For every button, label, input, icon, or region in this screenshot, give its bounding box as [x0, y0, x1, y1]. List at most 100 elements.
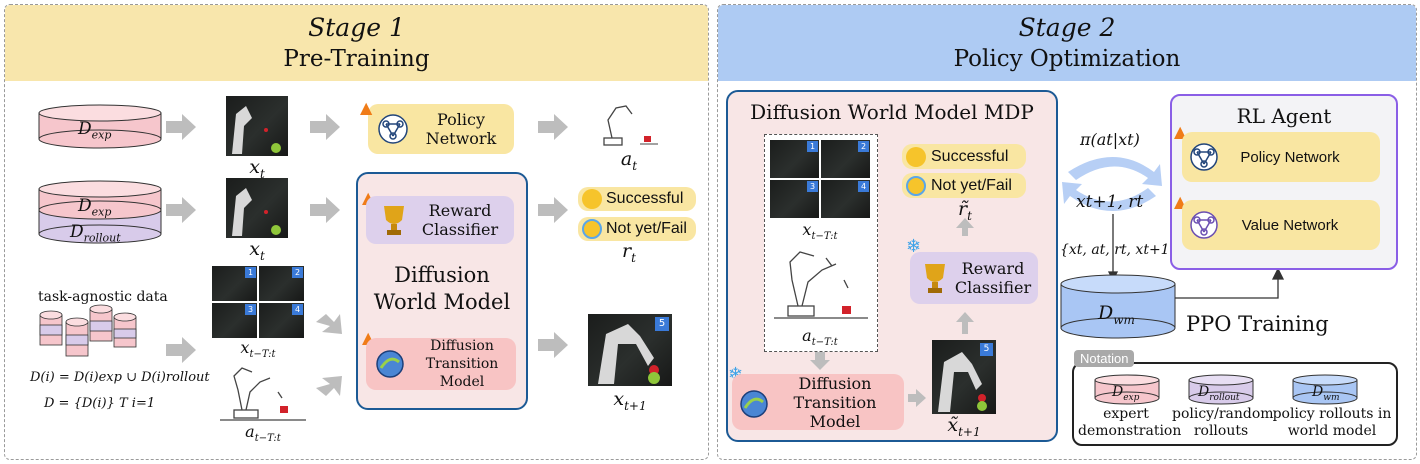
dtm-line2-s1: Transition Model: [425, 356, 499, 390]
not-yet-fail-text-s1: Not yet/Fail: [606, 220, 687, 237]
x-tilde-sub: t+1: [958, 424, 981, 439]
robot-scene-icon: [232, 188, 281, 236]
arrow-seq-to-transition: [810, 352, 830, 370]
successful-pill-s1: Successful: [578, 187, 696, 211]
db-exp-sub: exp: [91, 128, 112, 142]
policy-network-pill-s1: Policy Network: [368, 104, 514, 154]
dwm-title-line1: Diffusion: [394, 263, 490, 287]
a-seq-sub-s1: t−T:t: [254, 433, 281, 445]
x-next-label-s1: xt+1: [588, 388, 672, 413]
obs-thumb-1: [226, 96, 288, 156]
seq2-thumb-4: 4: [821, 180, 870, 218]
arrow-seq-to-dwm: [316, 314, 342, 334]
reward-classifier-line1-s2: Reward: [961, 259, 1025, 278]
crying-emoji-icon: [906, 175, 926, 196]
arrow-db-to-xt: [166, 114, 196, 140]
seq-thumb-1: 1: [212, 266, 257, 301]
stage1-arrows: [166, 114, 568, 396]
reward-classifier-text-s1: Reward Classifier: [422, 201, 498, 239]
arrow-db2-to-xt: [166, 197, 196, 223]
stage2-subtitle: Policy Optimization: [953, 46, 1181, 72]
notation-rollout-caption: policy/random rollouts: [1172, 406, 1274, 440]
not-yet-fail-pill-s1: Not yet/Fail: [578, 217, 696, 241]
notation-wm-caption: policy rollouts in world model: [1272, 406, 1392, 440]
db-rollout-exp-symbol: D: [78, 196, 92, 216]
db-rollout-sub: rollout: [83, 231, 121, 245]
robot-arm-sequence-icon: [220, 367, 306, 421]
notation-tag: Notation: [1074, 350, 1135, 367]
seq-thumb-4: 4: [259, 303, 304, 338]
policy-formula: π(at|xt): [1080, 130, 1140, 149]
policy-network-text-s2: Policy Network: [1240, 148, 1340, 166]
db-wm-label: Dwm: [1098, 302, 1135, 327]
x-tilde-symbol: x̃: [947, 414, 959, 436]
task-agnostic-label: task-agnostic data: [38, 289, 168, 305]
arrow-data-to-seq: [166, 337, 196, 363]
notation-db-wm: [1292, 374, 1358, 405]
a-seq-label-s1: at−T:t: [220, 422, 306, 444]
reward-classifier-text-s2: Reward Classifier: [955, 259, 1031, 297]
notation-rollout-label: Drollout: [1198, 384, 1240, 403]
dwm-mdp-title: Diffusion World Model MDP: [750, 100, 1034, 124]
seq-badge-4: 4: [292, 304, 303, 315]
reward-classifier-pill-s1: Reward Classifier: [366, 196, 514, 244]
value-network-pill: Value Network: [1182, 200, 1380, 250]
neural-network-icon: [376, 112, 410, 150]
diffusion-transition-text-s1: Diffusion Transition Model: [408, 337, 516, 391]
xt-sub-2: t: [259, 248, 265, 263]
reward-classifier-line1-s1: Reward: [428, 201, 492, 220]
not-yet-fail-text-s2: Not yet/Fail: [931, 176, 1012, 194]
rl-agent-title: RL Agent: [1236, 104, 1332, 128]
notation-exp-caption-1: expert: [1103, 406, 1149, 422]
seq2-thumb-3: 3: [770, 180, 819, 218]
trophy-icon: [925, 264, 945, 293]
x-seq-symbol-s2: x: [802, 220, 812, 239]
crying-emoji-icon: [582, 219, 602, 239]
x-next-symbol-s1: x: [613, 388, 625, 410]
dtm-line2-s2: Transition Model: [793, 392, 877, 431]
stage1-header: Stage 1 Pre-Training: [5, 5, 708, 81]
xt-symbol-1: x: [249, 156, 260, 178]
xt-label-2: xt: [226, 238, 288, 263]
grin-emoji-icon: [582, 189, 602, 209]
at-label: at: [600, 148, 658, 173]
obs-sequence-grid-s2: 1 2 3 4: [770, 140, 870, 218]
next-obs-thumb-s2: 5: [932, 340, 996, 414]
policy-network-pill-s2: Policy Network: [1182, 132, 1380, 182]
notation-exp-sub: exp: [1123, 392, 1140, 403]
arrow-dwm-to-next: [538, 332, 568, 358]
seq2-badge-3: 3: [807, 181, 818, 192]
db-rollout-label: Drollout: [70, 222, 121, 244]
reward-classifier-pill-s2: Reward Classifier: [910, 252, 1038, 304]
x-seq-sub-s1: t−T:t: [249, 349, 276, 361]
arrow-xt-to-reward: [310, 197, 340, 223]
notation-exp-caption: expert demonstration: [1078, 406, 1182, 440]
at-symbol: a: [620, 148, 633, 170]
robot-scene-icon: [938, 352, 987, 412]
successful-pill-s2: Successful: [902, 144, 1026, 169]
obs-thumb-2: [226, 178, 288, 238]
policy-network-line2: Network: [425, 129, 497, 148]
neural-network-icon: [1190, 143, 1218, 171]
seq2-badge-4: 4: [858, 181, 869, 192]
robot-arm-sequence-icon-s2: [774, 251, 868, 319]
arrow-db-to-rl: [1174, 276, 1279, 299]
policy-network-line1: Policy: [437, 110, 485, 129]
notation-db-exp: [1094, 374, 1160, 405]
db-rollout-exp-sub: exp: [91, 205, 112, 219]
x-seq-label-s2: xt−T:t: [770, 220, 870, 242]
notation-exp-caption-2: demonstration: [1078, 423, 1182, 439]
seq2-badge-2: 2: [858, 141, 869, 152]
cycle-arrow-bottom: [1062, 182, 1156, 211]
notation-exp-symbol: D: [1112, 384, 1124, 400]
arrow-policy-to-at: [538, 114, 568, 140]
xt-label-1: xt: [226, 156, 288, 181]
arrow-transition-to-next: [908, 389, 926, 407]
at-sub: t: [632, 158, 638, 173]
dtm-line1-s1: Diffusion: [430, 338, 494, 354]
diffusion-icon: [740, 390, 768, 418]
seq2-badge-1: 1: [807, 141, 818, 152]
reward-classifier-line2-s2: Classifier: [954, 278, 1032, 297]
